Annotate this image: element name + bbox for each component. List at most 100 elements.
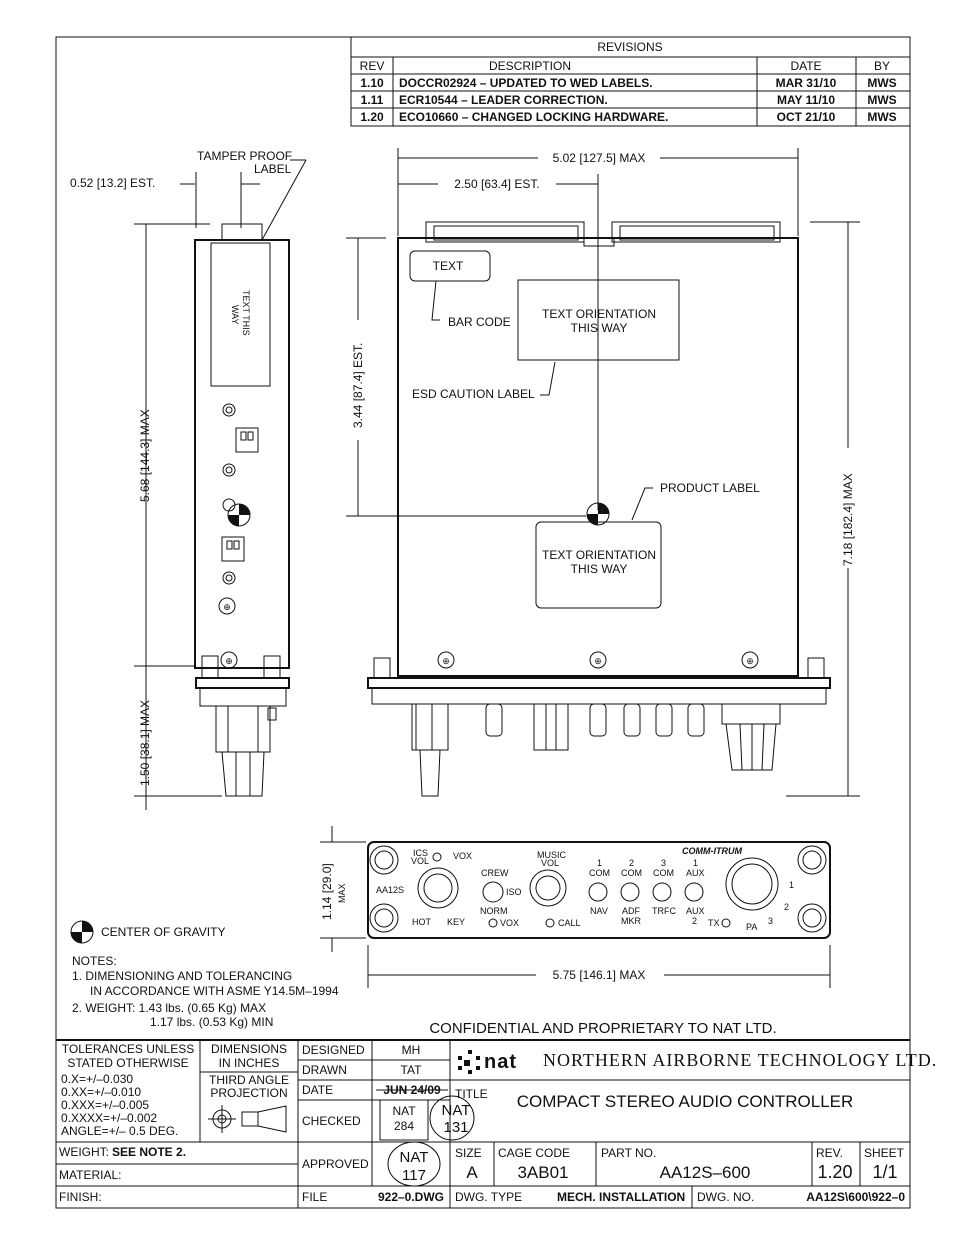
- revision-row-date: MAY 11/10: [777, 93, 835, 107]
- dwg-no-label: DWG. NO.: [697, 1190, 754, 1204]
- aux2-label: AUX: [686, 906, 705, 916]
- aux1-switch[interactable]: [684, 882, 704, 902]
- dimensions-label-a: DIMENSIONS: [211, 1042, 287, 1056]
- text-box-label: TEXT: [433, 259, 464, 273]
- music-vol-label: VOL: [541, 858, 559, 868]
- com3-number: 3: [661, 858, 666, 868]
- nav-label: NAV: [590, 906, 608, 916]
- drawn-label: DRAWN: [302, 1063, 347, 1077]
- tx-label: TX: [708, 918, 720, 928]
- stamp-117: 117: [402, 1167, 426, 1184]
- rev-header: REV: [360, 59, 385, 73]
- iso-label: ISO: [506, 887, 522, 897]
- approved-label: APPROVED: [302, 1157, 369, 1171]
- company-name: NORTHERN AIRBORNE TECHNOLOGY LTD.: [543, 1050, 937, 1070]
- vox-indicator-label: VOX: [500, 918, 519, 928]
- aux1-label: AUX: [686, 868, 705, 878]
- orientation-text-2b: THIS WAY: [571, 562, 628, 576]
- tolerance-3: 0.XXX=+/–0.005: [61, 1098, 149, 1112]
- confidential-statement: CONFIDENTIAL AND PROPRIETARY TO NAT LTD.: [429, 1020, 776, 1037]
- revision-row-date: OCT 21/10: [777, 110, 836, 124]
- aux1-number: 1: [693, 858, 698, 868]
- tolerances-title-a: TOLERANCES UNLESS: [62, 1042, 195, 1056]
- tamper-leader-line: [261, 159, 307, 241]
- weight-value: SEE NOTE 2.: [112, 1145, 186, 1159]
- front-height-max: MAX: [337, 883, 347, 903]
- orientation-text-2a: TEXT ORIENTATION: [542, 548, 656, 562]
- top-view: 5.02 [127.5] MAX 2.50 [63.4] EST. TEXT B…: [346, 148, 860, 797]
- svg-text:⊕: ⊕: [225, 656, 233, 666]
- com3-switch[interactable]: [652, 882, 672, 902]
- brand-label: COMM-ITRUM: [682, 846, 742, 856]
- nat-logo-icon: [458, 1050, 480, 1074]
- rev-label: REV.: [816, 1146, 843, 1160]
- hot-label: HOT: [412, 917, 432, 927]
- side-height-dimension: 5.68 [144.3] MAX: [138, 409, 152, 502]
- revision-row-by: MWS: [867, 93, 896, 107]
- stamp-nat-117: NAT: [400, 1149, 429, 1166]
- size-value: A: [466, 1163, 478, 1182]
- crew-label: CREW: [481, 868, 509, 878]
- dwg-type-label: DWG. TYPE: [455, 1190, 522, 1204]
- weight-label: WEIGHT:: [59, 1145, 109, 1159]
- part-no-label: PART NO.: [601, 1146, 656, 1160]
- tolerance-4: 0.XXXX=+/–0.002: [61, 1111, 157, 1125]
- center-of-gravity-legend: CENTER OF GRAVITY: [101, 925, 225, 939]
- approved-stamp: [387, 1141, 441, 1187]
- revision-row-date: MAR 31/10: [776, 76, 837, 90]
- front-height-dimension: 1.14 [29.0]: [320, 863, 334, 920]
- stamp-131: 131: [443, 1119, 468, 1136]
- svg-text:⊕: ⊕: [746, 656, 754, 666]
- esd-caution-label: ESD CAUTION LABEL: [412, 387, 535, 401]
- com1-switch[interactable]: [588, 882, 608, 902]
- nat-logo-text: nat: [484, 1051, 517, 1073]
- pa-knob[interactable]: [725, 857, 779, 911]
- com2-switch[interactable]: [620, 882, 640, 902]
- com1-label: COM: [589, 868, 610, 878]
- ics-volume-knob[interactable]: [417, 867, 459, 909]
- dimensions-label-b: IN INCHES: [219, 1056, 280, 1070]
- music-volume-knob[interactable]: [529, 869, 567, 907]
- drawn-value: TAT: [401, 1063, 423, 1077]
- unit-body: [397, 237, 799, 677]
- orientation-text-1b: THIS WAY: [571, 321, 628, 335]
- com3-label: COM: [653, 868, 674, 878]
- stamp-284: 284: [394, 1119, 414, 1133]
- pa-label: PA: [746, 922, 757, 932]
- designed-value: MH: [402, 1043, 421, 1057]
- com2-label: COM: [621, 868, 642, 878]
- svg-text:⊕: ⊕: [223, 602, 231, 612]
- width-est-dimension: 2.50 [63.4] EST.: [454, 177, 539, 191]
- by-header: BY: [874, 59, 890, 73]
- notes-area: CENTER OF GRAVITY NOTES: 1. DIMENSIONING…: [70, 920, 339, 1029]
- projection-label-a: THIRD ANGLE: [209, 1073, 289, 1087]
- model-label: AA12S: [376, 885, 404, 895]
- projection-label-b: PROJECTION: [210, 1086, 287, 1100]
- crew-switch[interactable]: [482, 881, 504, 903]
- ics-label: ICS: [413, 848, 428, 858]
- file-value: 922–0.DWG: [378, 1190, 444, 1204]
- cage-code-value: 3AB01: [517, 1163, 568, 1182]
- pa-position-1: 1: [789, 880, 794, 890]
- text-box: [409, 250, 491, 282]
- sheet-label: SHEET: [864, 1146, 905, 1160]
- rev-value: 1.20: [817, 1162, 852, 1182]
- note-1b: IN ACCORDANCE WITH ASME Y14.5M–1994: [90, 984, 339, 998]
- revision-row-rev: 1.11: [361, 93, 384, 107]
- height-est-dimension: 3.44 [87.4] EST.: [351, 343, 365, 428]
- tolerances-title-b: STATED OTHERWISE: [67, 1056, 188, 1070]
- stamp-nat-284: NAT: [392, 1104, 416, 1118]
- svg-text:⊕: ⊕: [442, 656, 450, 666]
- aux2-number: 2: [692, 916, 697, 926]
- cage-code-label: CAGE CODE: [498, 1146, 570, 1160]
- call-label: CALL: [558, 918, 581, 928]
- revisions-title: REVISIONS: [597, 40, 662, 54]
- drawing-title: COMPACT STEREO AUDIO CONTROLLER: [517, 1092, 854, 1111]
- pa-position-2: 2: [784, 902, 789, 912]
- checked-label: CHECKED: [302, 1114, 361, 1128]
- bar-code-label: BAR CODE: [448, 315, 511, 329]
- note-2b: 1.17 lbs. (0.53 Kg) MIN: [150, 1015, 273, 1029]
- norm-label: NORM: [480, 906, 508, 916]
- adf-label: ADF: [622, 906, 641, 916]
- revision-row-rev: 1.20: [360, 110, 384, 124]
